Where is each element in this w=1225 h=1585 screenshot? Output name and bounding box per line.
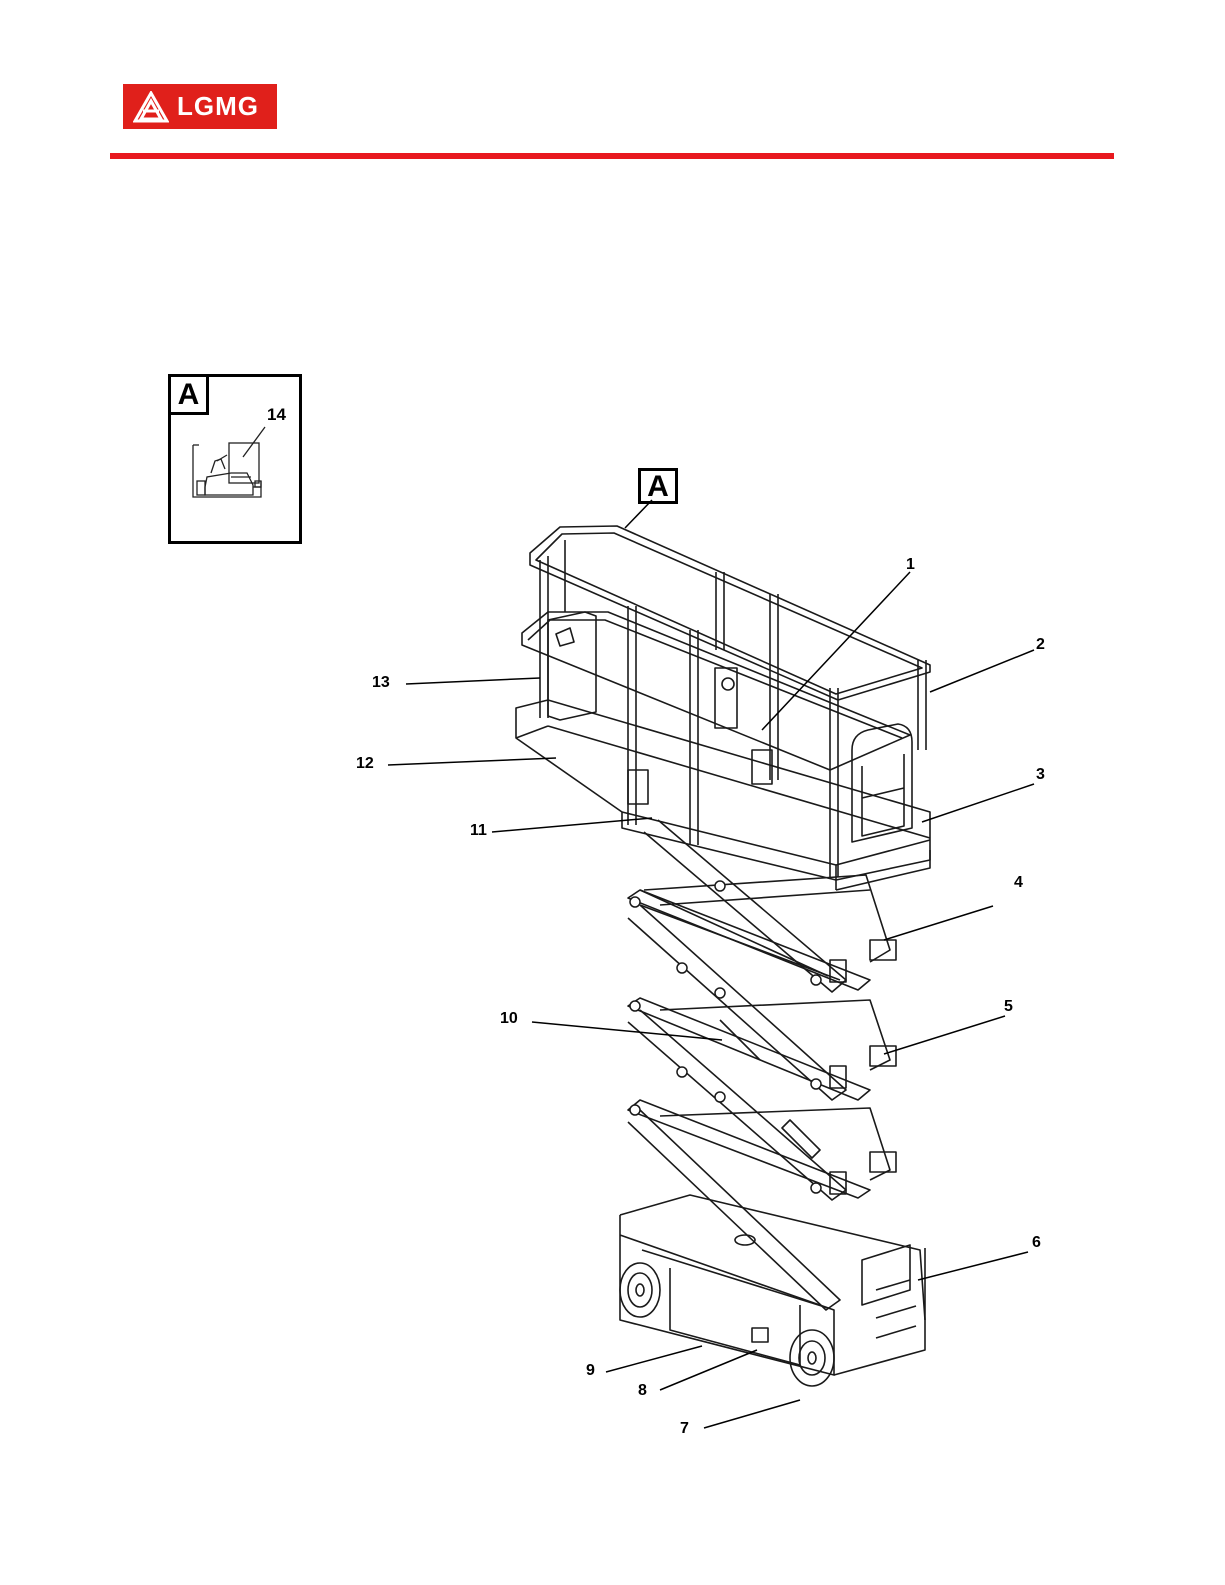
- callout-label: 2: [1036, 636, 1045, 654]
- callout-label: 8: [638, 1382, 647, 1400]
- callout-label: 13: [372, 674, 390, 692]
- callout-label: 1: [906, 556, 915, 574]
- callout-label: 12: [356, 755, 374, 773]
- callout-label: 11: [470, 822, 487, 840]
- callout-label: 10: [500, 1010, 518, 1028]
- callout-label: 9: [586, 1362, 595, 1380]
- callout-label: 4: [1014, 874, 1023, 892]
- detail-reference-marker: A: [638, 468, 678, 504]
- callout-label: 7: [680, 1420, 689, 1438]
- callout-label: 5: [1004, 998, 1013, 1016]
- callout-label: 6: [1032, 1234, 1041, 1252]
- callout-label: 3: [1036, 766, 1045, 784]
